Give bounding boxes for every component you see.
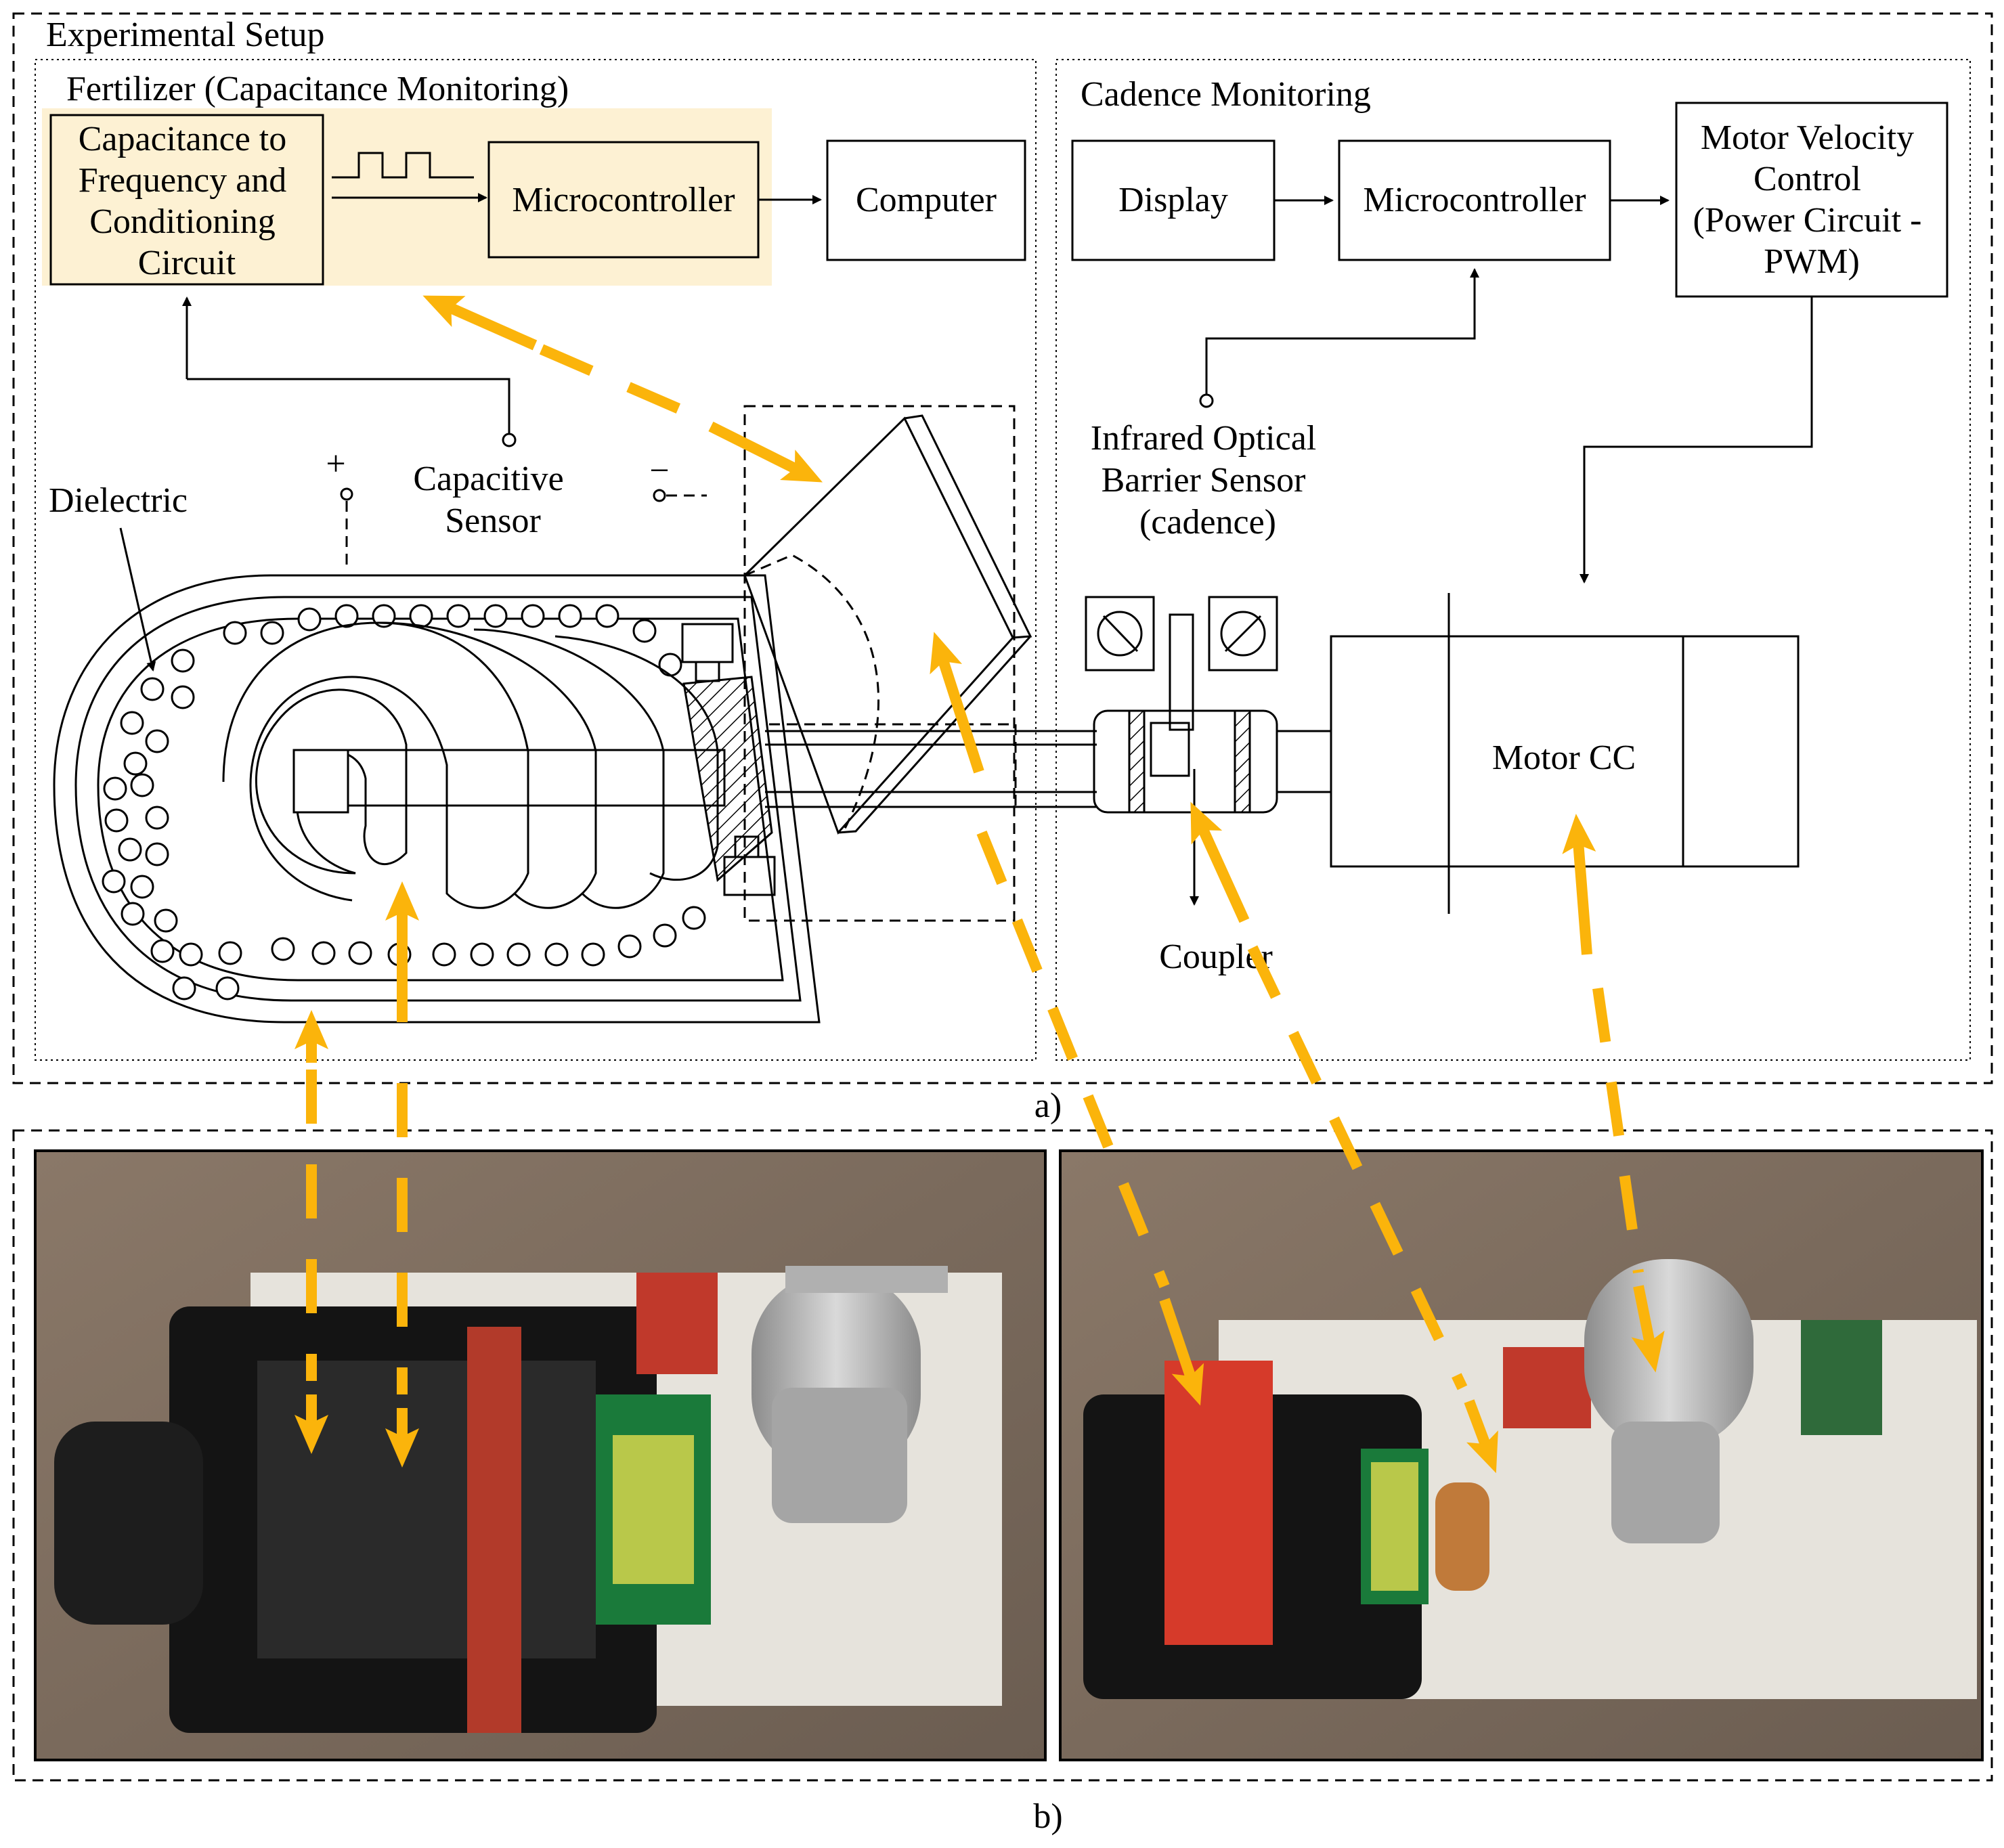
experimental-setup-title: Experimental Setup xyxy=(46,16,325,54)
microcontroller-label-1: Microcontroller xyxy=(512,181,735,219)
capacitive-sensor-label: Capacitive Sensor xyxy=(413,460,572,540)
ir-terminal xyxy=(1199,393,1214,408)
control-to-motor-wire xyxy=(1580,296,1813,584)
motor-drawing xyxy=(1330,593,1800,914)
cadence-panel xyxy=(1055,59,1971,1061)
coupler-drawing xyxy=(1085,596,1331,906)
computer-box xyxy=(826,139,1026,261)
correspondence-arrows xyxy=(295,295,1665,1474)
cap-to-freq-label: Capacitance to Frequency and Conditionin… xyxy=(79,120,296,282)
plus-terminal xyxy=(340,487,353,501)
caption-b: b) xyxy=(1033,1797,1062,1836)
square-wave-signal xyxy=(332,152,474,179)
photo-right xyxy=(1060,1151,1982,1760)
motor-label: Motor CC xyxy=(1492,739,1636,777)
experimental-setup-frame xyxy=(12,12,1993,1084)
photo-left xyxy=(35,1151,1045,1760)
display-label: Display xyxy=(1118,181,1228,219)
photo-left-border xyxy=(34,1149,1047,1761)
motor-velocity-control-label: Motor Velocity Control (Power Circuit - … xyxy=(1693,118,1931,281)
display-box xyxy=(1071,139,1276,261)
hopper-drawing xyxy=(53,405,1097,1024)
dielectric-pointer xyxy=(119,527,156,672)
photo-right-border xyxy=(1059,1149,1984,1761)
photo-panel-frame xyxy=(12,1129,1993,1782)
sensor-terminal xyxy=(502,433,517,447)
dielectric-label: Dielectric xyxy=(49,481,188,520)
cap-to-freq-box xyxy=(49,114,324,286)
caption-a: a) xyxy=(1034,1086,1062,1125)
microcontroller-box-1 xyxy=(487,141,760,259)
minus-label: − xyxy=(649,452,669,490)
fertilizer-title: Fertilizer (Capacitance Monitoring) xyxy=(66,70,569,108)
minus-terminal xyxy=(653,489,666,502)
microcontroller-label-2: Microcontroller xyxy=(1363,181,1586,219)
cadence-title: Cadence Monitoring xyxy=(1081,75,1371,114)
microcontroller-box-2 xyxy=(1338,139,1611,261)
computer-label: Computer xyxy=(856,181,997,219)
motor-velocity-control-box xyxy=(1675,102,1948,298)
ir-to-mcu-wire xyxy=(1205,268,1479,399)
plus-label: + xyxy=(326,445,345,483)
ir-sensor-label: Infrared Optical Barrier Sensor (cadence… xyxy=(1091,419,1325,542)
fertilizer-panel xyxy=(35,59,1037,1061)
